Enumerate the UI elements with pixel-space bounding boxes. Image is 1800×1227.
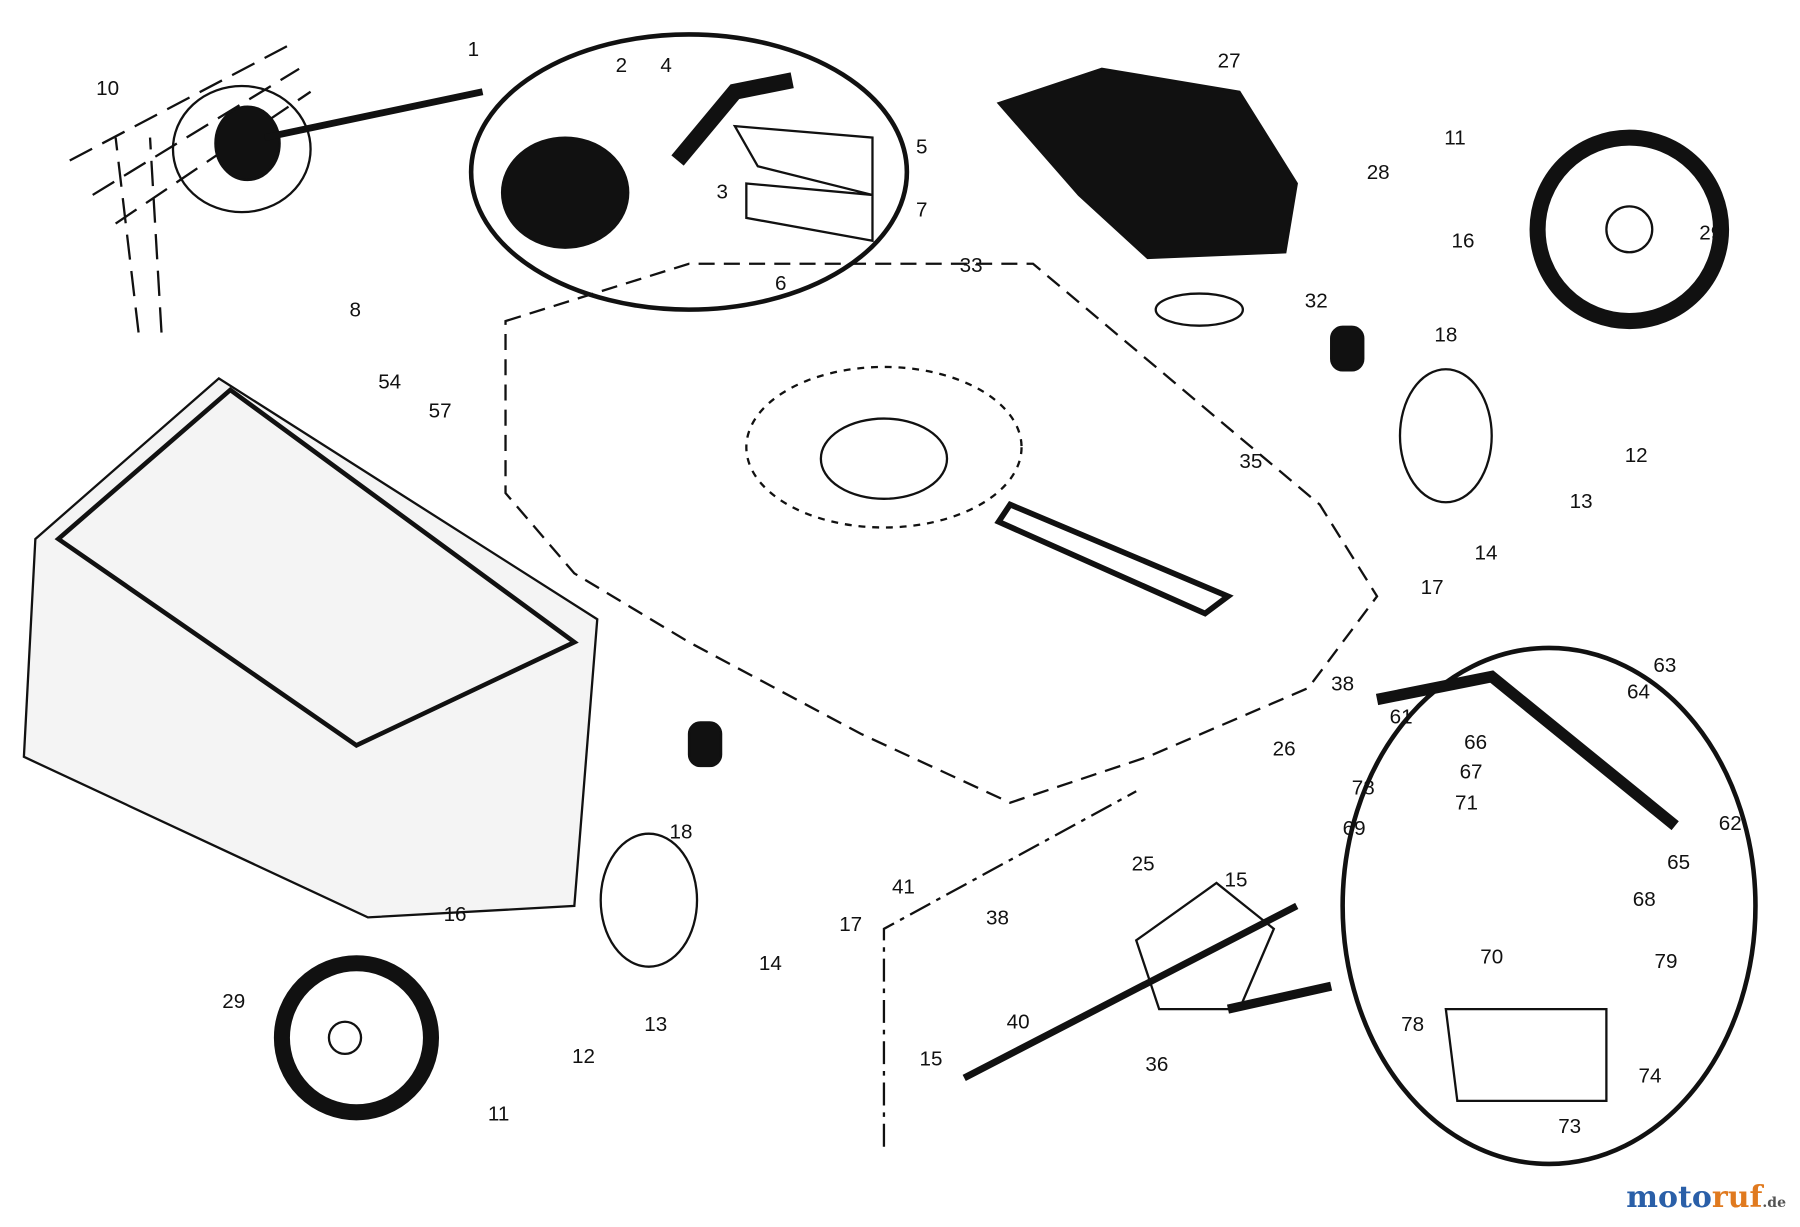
front-wheel-left bbox=[273, 955, 440, 1121]
watermark-part2: ruf bbox=[1711, 1180, 1763, 1215]
part-callout-12: 12 bbox=[1625, 444, 1648, 467]
part-callout-11: 11 bbox=[488, 1102, 509, 1125]
part-callout-14: 14 bbox=[759, 952, 782, 975]
watermark-logo: motoruf.de bbox=[1626, 1180, 1786, 1215]
part-callout-64: 64 bbox=[1627, 680, 1650, 703]
transmission bbox=[1134, 881, 1276, 1011]
part-callout-17: 17 bbox=[839, 913, 862, 936]
part-callout-33: 33 bbox=[960, 254, 983, 277]
rear-wheel-right bbox=[1529, 129, 1730, 330]
part-callout-67: 67 bbox=[1460, 761, 1483, 784]
watermark-suffix: .de bbox=[1762, 1195, 1786, 1211]
part-callout-18: 18 bbox=[1434, 324, 1457, 347]
part-callout-57: 57 bbox=[429, 399, 452, 422]
part-callout-7: 7 bbox=[916, 199, 927, 222]
part-callout-78: 78 bbox=[1401, 1013, 1424, 1036]
part-callout-27: 27 bbox=[1218, 50, 1241, 73]
part-callout-65: 65 bbox=[1667, 851, 1690, 874]
part-callout-14: 14 bbox=[1475, 542, 1498, 565]
part-callout-15: 15 bbox=[1225, 868, 1248, 891]
part-callout-18: 18 bbox=[669, 820, 692, 843]
part-callout-26: 26 bbox=[1273, 738, 1296, 761]
axle bbox=[962, 902, 1299, 1081]
part-callout-1: 1 bbox=[468, 38, 479, 61]
part-callout-38: 38 bbox=[986, 906, 1009, 929]
drive-belt bbox=[994, 500, 1234, 617]
part-callout-13: 13 bbox=[1570, 490, 1593, 513]
handle-outline bbox=[69, 44, 312, 333]
engine-cover bbox=[996, 67, 1298, 260]
part-callout-62: 62 bbox=[1719, 812, 1742, 835]
part-callout-35: 35 bbox=[1239, 450, 1262, 473]
part-callout-66: 66 bbox=[1464, 731, 1487, 754]
detail-bubble-handle bbox=[468, 32, 910, 312]
part-callout-54: 54 bbox=[378, 371, 401, 394]
part-callout-13: 13 bbox=[644, 1013, 667, 1036]
part-callout-71: 71 bbox=[1455, 792, 1478, 815]
part-callout-38: 38 bbox=[1331, 672, 1354, 695]
detail-bubble-transmission bbox=[1340, 645, 1758, 1167]
part-callout-70: 70 bbox=[1480, 945, 1503, 968]
hubcap-left bbox=[599, 832, 699, 968]
part-callout-3: 3 bbox=[717, 180, 728, 203]
part-callout-15: 15 bbox=[919, 1047, 942, 1070]
part-callout-79: 79 bbox=[1655, 950, 1678, 973]
part-callout-17: 17 bbox=[1421, 576, 1444, 599]
part-callout-29: 29 bbox=[222, 990, 245, 1013]
part-callout-16: 16 bbox=[444, 903, 467, 926]
part-callout-41: 41 bbox=[892, 875, 915, 898]
part-callout-63: 63 bbox=[1653, 654, 1676, 677]
part-callout-5: 5 bbox=[916, 136, 927, 159]
part-callout-32: 32 bbox=[1305, 289, 1328, 312]
hubcap-right bbox=[1398, 368, 1493, 504]
mower-deck bbox=[504, 262, 1379, 804]
handle-grip bbox=[171, 84, 312, 214]
grass-bag bbox=[22, 376, 599, 919]
part-callout-12: 12 bbox=[572, 1045, 595, 1068]
part-callout-28: 28 bbox=[1367, 161, 1390, 184]
part-callout-74: 74 bbox=[1638, 1065, 1661, 1088]
part-callout-10: 10 bbox=[96, 77, 119, 100]
part-callout-29: 29 bbox=[1699, 222, 1722, 245]
part-callout-8: 8 bbox=[350, 298, 361, 321]
part-callout-16: 16 bbox=[1452, 230, 1475, 253]
part-callout-4: 4 bbox=[660, 54, 671, 77]
watermark-part1: moto bbox=[1626, 1180, 1712, 1215]
part-callout-61: 61 bbox=[1390, 706, 1413, 729]
part-callout-40: 40 bbox=[1007, 1011, 1030, 1034]
part-callout-36: 36 bbox=[1145, 1053, 1168, 1076]
part-callout-73: 73 bbox=[1558, 1115, 1581, 1138]
part-callout-78: 78 bbox=[1352, 777, 1375, 800]
part-callout-2: 2 bbox=[616, 54, 627, 77]
part-callout-68: 68 bbox=[1633, 888, 1656, 911]
part-callout-25: 25 bbox=[1132, 852, 1155, 875]
part-callout-11: 11 bbox=[1444, 126, 1465, 149]
part-callout-6: 6 bbox=[775, 272, 786, 295]
part-callout-69: 69 bbox=[1343, 817, 1366, 840]
pulley bbox=[1154, 292, 1245, 327]
